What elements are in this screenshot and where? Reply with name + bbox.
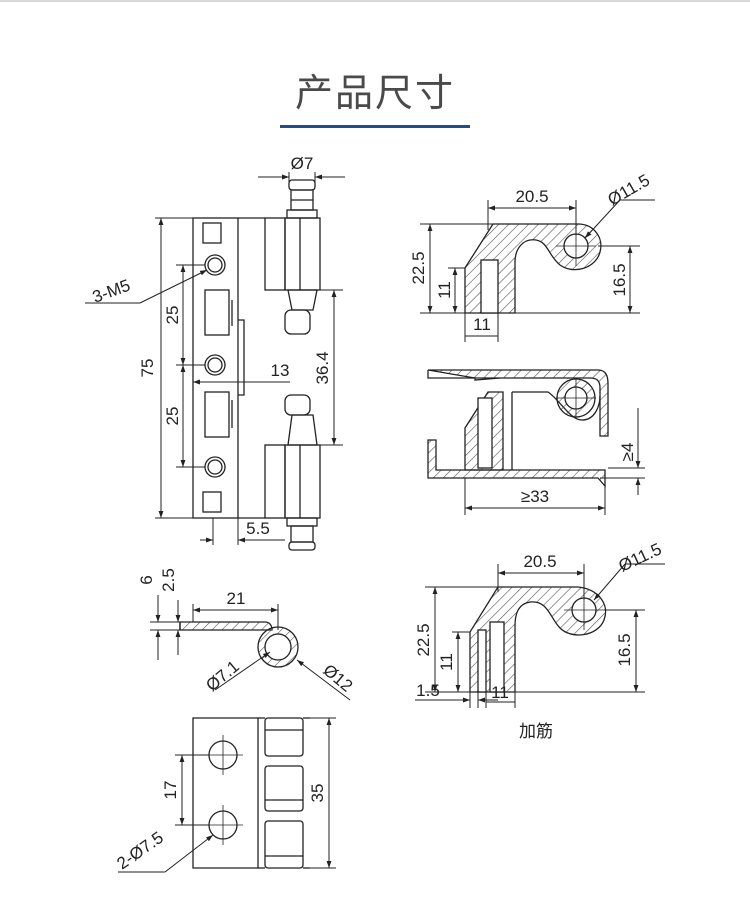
left-leaf xyxy=(192,217,239,519)
dim-pin-dia: Ø7 xyxy=(291,154,314,173)
dim-top-flange: 11 xyxy=(435,281,454,299)
dim-top-base: 11 xyxy=(473,315,491,334)
dim-bot-hole: Ø11.5 xyxy=(616,539,665,575)
dim-plate-holes: 2-Ø7.5 xyxy=(113,828,166,873)
dim-pitch-top: 25 xyxy=(163,306,182,325)
section-middle xyxy=(427,369,645,515)
front-view xyxy=(85,172,345,551)
dim-thread: 3-M5 xyxy=(90,276,133,307)
dim-side-length: 21 xyxy=(227,589,246,608)
dim-bot-height: 22.5 xyxy=(414,623,433,656)
dim-bot-width: 20.5 xyxy=(523,552,556,571)
dim-side-outer: Ø12 xyxy=(319,661,356,696)
dim-pitch-bottom: 25 xyxy=(163,407,182,426)
dim-top-hole: Ø11.5 xyxy=(605,170,654,209)
dim-leaf-width: 13 xyxy=(271,361,290,380)
dim-bot-hole-height: 16.5 xyxy=(615,633,634,666)
dim-side-inner: Ø7.1 xyxy=(202,657,242,695)
side-view xyxy=(150,595,351,701)
dim-plate-height: 35 xyxy=(308,784,327,803)
dim-bot-base: 11 xyxy=(491,683,509,702)
dim-offset: 5.5 xyxy=(246,519,270,538)
bottom-knuckle xyxy=(264,444,286,519)
dim-height-total: 75 xyxy=(138,359,157,378)
dim-side-2-5: 2.5 xyxy=(159,568,178,592)
dim-mid-gap: ≥4 xyxy=(618,443,637,462)
dim-side-6: 6 xyxy=(137,575,156,584)
dim-plate-pitch: 17 xyxy=(161,781,180,800)
dim-bot-thickness: 1.5 xyxy=(416,681,440,700)
dim-top-height: 22.5 xyxy=(409,251,428,284)
title-underline xyxy=(280,125,470,128)
dim-top-hole-height: 16.5 xyxy=(610,263,629,296)
section-bottom xyxy=(415,563,665,708)
dim-top-width: 20.5 xyxy=(515,187,548,206)
dim-bot-flange: 11 xyxy=(437,653,456,671)
dim-pin-span: 36.4 xyxy=(313,351,332,384)
caption-reinforced: 加筋 xyxy=(519,722,553,742)
dim-mid-length: ≥33 xyxy=(521,487,549,506)
top-knuckle xyxy=(264,217,286,291)
section-top xyxy=(420,199,655,342)
top-divider xyxy=(0,0,750,2)
plate-view xyxy=(118,717,336,873)
page-title: 产品尺寸 xyxy=(294,71,455,115)
